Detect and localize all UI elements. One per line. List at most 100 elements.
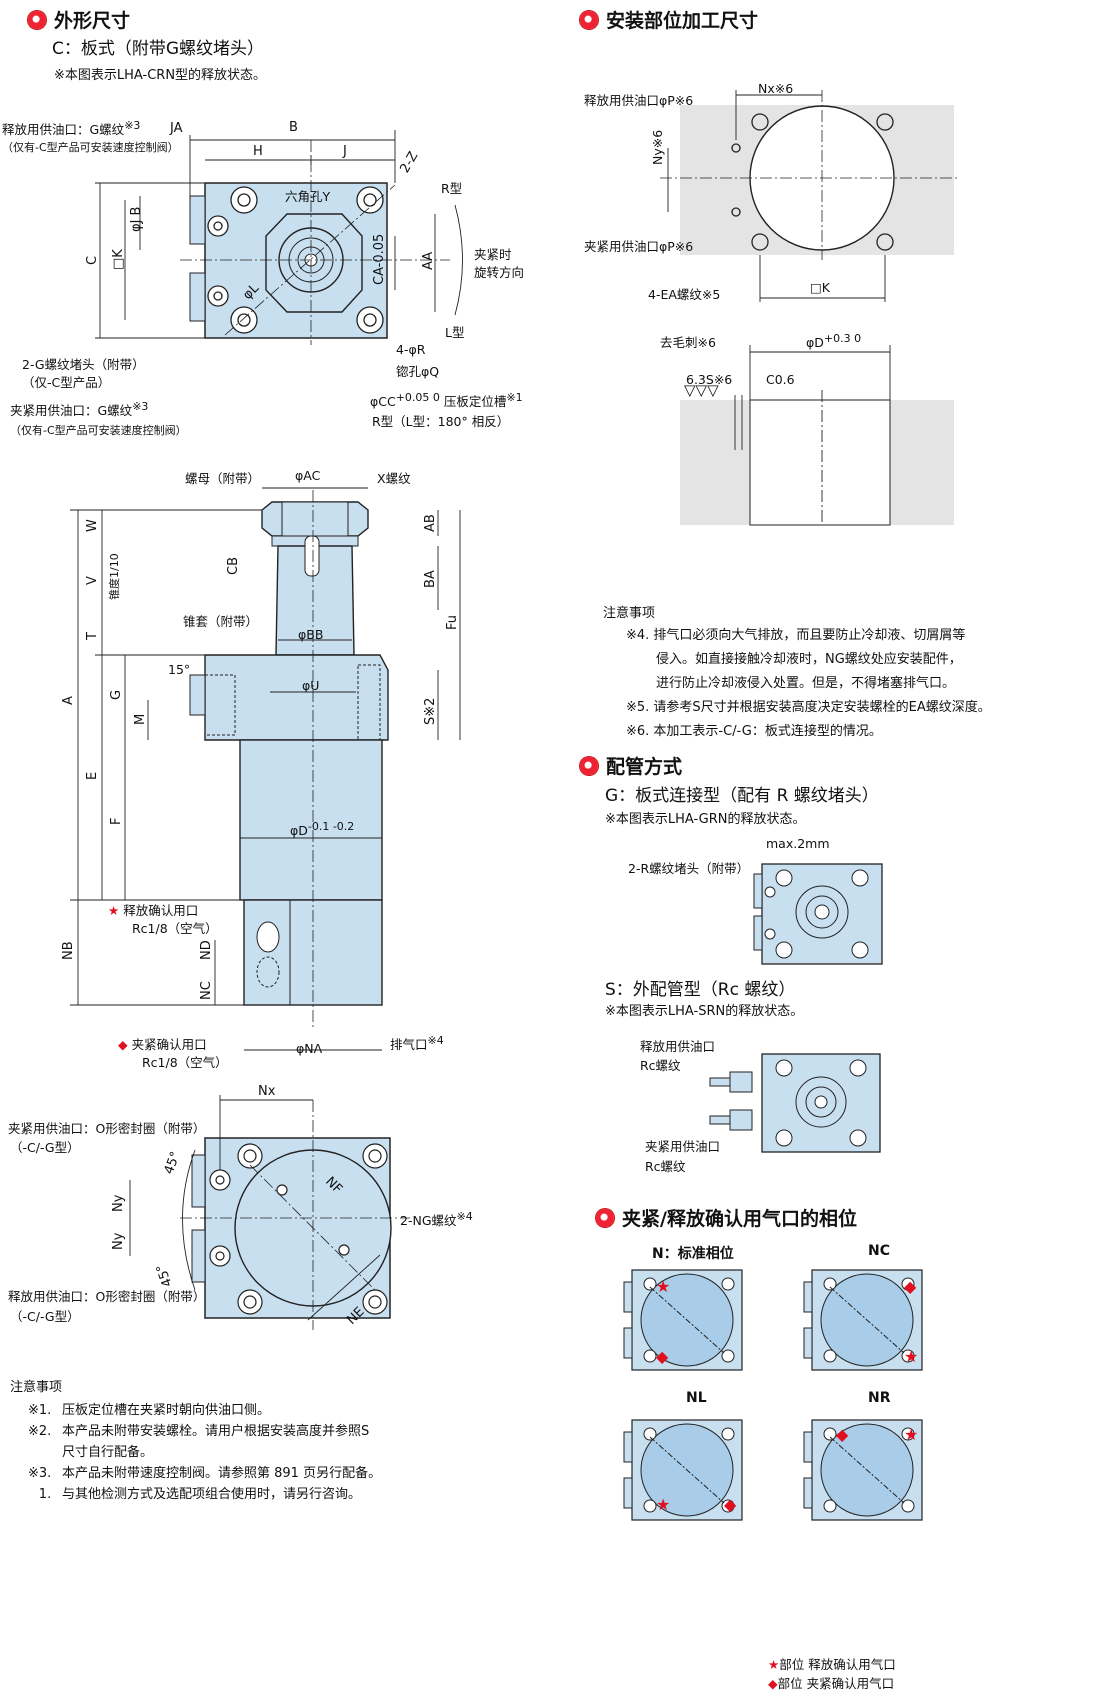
mount-note-3: 进行防止冷却液侵入处置。但是，不得堵塞排气口。	[656, 676, 956, 691]
phase-nr-label: NR	[868, 1390, 891, 1406]
piping-s-release-sub: Rc螺纹	[640, 1058, 681, 1073]
left-note-5: 1.与其他检测方式及选配项组合使用时，请另行咨询。	[38, 1487, 362, 1502]
outline-subtitle: C：板式（附带G螺纹堵头）	[52, 39, 265, 59]
clamp-confirm-label: ◆ 夹紧确认用口	[118, 1037, 207, 1052]
clamp-confirm-sub: Rc1/8（空气）	[142, 1055, 228, 1070]
u-label: φU	[302, 678, 320, 693]
dim-k: □K	[111, 249, 126, 270]
nr-star-icon: ★	[904, 1425, 918, 1444]
top-view-drawing: JA B H J 2-Z C □K φJ B φL CA-0.05 AA	[85, 120, 463, 345]
diamond-icon: ◆	[768, 1676, 778, 1691]
left-notes-title: 注意事项	[10, 1380, 63, 1395]
dim-nc: NC	[199, 981, 214, 1000]
plug-note: （仅-C型产品）	[22, 375, 111, 390]
dim-aa: AA	[421, 252, 436, 270]
dim-e: E	[85, 772, 100, 780]
bottom-clamp-port-label: 夹紧用供油口：O形密封圈（附带）	[8, 1121, 206, 1136]
section-header-phase: 夹紧/释放确认用气口的相位	[596, 1204, 857, 1231]
l-type-label: L型	[445, 325, 465, 340]
rotation-label-1: 夹紧时	[474, 247, 512, 262]
piping-g-plug: 2-R螺纹堵头（附带）	[628, 861, 750, 876]
bottom-release-port-note: （-C/-G型）	[10, 1309, 80, 1324]
piping-title: 配管方式	[606, 756, 683, 778]
mount-deburr-label: 去毛刺※6	[660, 335, 716, 350]
piping-s-release: 释放用供油口	[640, 1039, 716, 1054]
diamond-icon: ◆	[118, 1037, 128, 1052]
section-header-piping: 配管方式	[580, 752, 682, 779]
hex-hole-label: 六角孔Y	[285, 189, 331, 204]
bottom-angle-1: 45°	[162, 1150, 184, 1177]
top-clamp-port-label: 夹紧用供油口：G螺纹※3	[10, 400, 149, 419]
bottom-ny-1: Ny	[111, 1194, 126, 1212]
section-header-mounting: 安装部位加工尺寸	[580, 6, 758, 33]
x-thread-label: X螺纹	[377, 471, 411, 486]
r-type-label: R型	[441, 181, 463, 196]
sleeve-label: 锥套（附带）	[183, 614, 259, 629]
dim-ba: BA	[423, 570, 438, 588]
left-note-4: ※3.本产品未附带速度控制阀。请参照第 891 页另行配备。	[28, 1466, 382, 1481]
side-view-drawing: W V T A G M E F NB ND NC AB BA Fu S※2 CB	[61, 487, 461, 1051]
holes-label: 4-φR	[396, 342, 426, 357]
top-release-port-label: 释放用供油口：G螺纹※3	[2, 119, 141, 138]
mount-ea-label: 4-EA螺纹※5	[648, 287, 721, 302]
dim-f: F	[109, 818, 124, 825]
mount-d-label: φD+0.3 0	[806, 332, 862, 351]
piping-g-note: ※本图表示LHA-GRN的释放状态。	[605, 812, 806, 827]
dim-j: J	[342, 144, 347, 159]
dim-c: C	[85, 256, 100, 265]
dim-h: H	[253, 144, 263, 159]
dim-cb: CB	[226, 557, 241, 575]
mount-notes-title: 注意事项	[603, 606, 656, 621]
bullet-icon	[596, 1208, 614, 1227]
mount-note-4: ※5. 请参考S尺寸并根据安装高度决定安装螺栓的EA螺纹深度。	[626, 700, 991, 715]
left-note-2: ※2.本产品未附带安装螺栓。请用户根据安装高度并参照S	[28, 1424, 370, 1439]
ac-label: φAC	[295, 468, 321, 483]
dim-fu: Fu	[445, 615, 460, 630]
mount-chamfer-label: C0.6	[766, 372, 795, 387]
plug-label: 2-G螺纹堵头（附带）	[22, 357, 145, 372]
dim-s: S※2	[423, 698, 438, 725]
counterbore-label: 锪孔φQ	[396, 364, 440, 379]
bottom-view-drawing: Nx Ny Ny NF NE 45° 45°	[111, 1084, 410, 1330]
ng-label: 2-NG螺纹※4	[400, 1210, 473, 1229]
nl-diamond-icon: ◆	[724, 1495, 737, 1514]
groove-note: R型（L型：180° 相反）	[372, 414, 510, 429]
mount-nx-label: Nx※6	[758, 81, 794, 96]
nr-diamond-icon: ◆	[836, 1425, 849, 1444]
piping-s-note: ※本图表示LHA-SRN的释放状态。	[605, 1004, 804, 1019]
nc-diamond-icon: ◆	[904, 1277, 917, 1296]
left-note-3: 尺寸自行配备。	[62, 1445, 154, 1460]
star-icon: ★	[768, 1657, 780, 1672]
section-header-outline: 外形尺寸	[28, 6, 130, 33]
top-release-port-note: （仅有-C型产品可安装速度控制阀）	[2, 141, 179, 154]
angle-15-label: 15°	[168, 662, 191, 677]
bb-label: φBB	[298, 627, 324, 642]
bottom-nx: Nx	[258, 1084, 276, 1099]
bottom-release-port-label: 释放用供油口：O形密封圈（附带）	[8, 1289, 206, 1304]
top-clamp-port-note: （仅有-C型产品可安装速度控制阀）	[10, 424, 187, 437]
mount-note-2: 侵入。如直接接触冷却液时，NG螺纹处应安装配件，	[656, 652, 962, 667]
mount-release-port-label: 释放用供油口φP※6	[584, 93, 694, 108]
mount-note-1: ※4. 排气口必须向大气排放，而且要防止冷却液、切屑屑等	[626, 628, 966, 643]
phase-title: 夹紧/释放确认用气口的相位	[622, 1208, 857, 1230]
bullet-icon	[580, 756, 598, 775]
piping-s-clamp-sub: Rc螺纹	[645, 1159, 686, 1174]
release-confirm-sub: Rc1/8（空气）	[132, 921, 218, 936]
left-note-1: ※1.压板定位槽在夹紧时朝向供油口侧。	[28, 1403, 271, 1418]
taper-label: 锥度1/10	[108, 553, 121, 600]
dim-2z: 2-Z	[398, 149, 422, 176]
roughness-symbol-icon: ▽▽▽	[684, 381, 719, 399]
mount-ny-label: Ny※6	[650, 129, 665, 165]
d-label: φD-0.1 -0.2	[290, 820, 355, 839]
bottom-clamp-port-note: （-C/-G型）	[10, 1140, 80, 1155]
phase-diagrams: ★ ◆ ◆ ★ ★ ◆ ◆ ★	[623, 1269, 923, 1521]
piping-g-max: max.2mm	[766, 836, 830, 851]
dim-ab: AB	[423, 514, 438, 532]
bullet-icon	[580, 10, 598, 29]
phase-legend-diamond: ◆部位 夹紧确认用气口	[768, 1676, 895, 1691]
nut-label: 螺母（附带）	[185, 471, 261, 486]
na-label: φNA	[296, 1041, 323, 1056]
nc-star-icon: ★	[904, 1347, 918, 1366]
phase-legend-star: ★部位 释放确认用气口	[768, 1657, 896, 1672]
star-icon: ★	[108, 903, 120, 918]
